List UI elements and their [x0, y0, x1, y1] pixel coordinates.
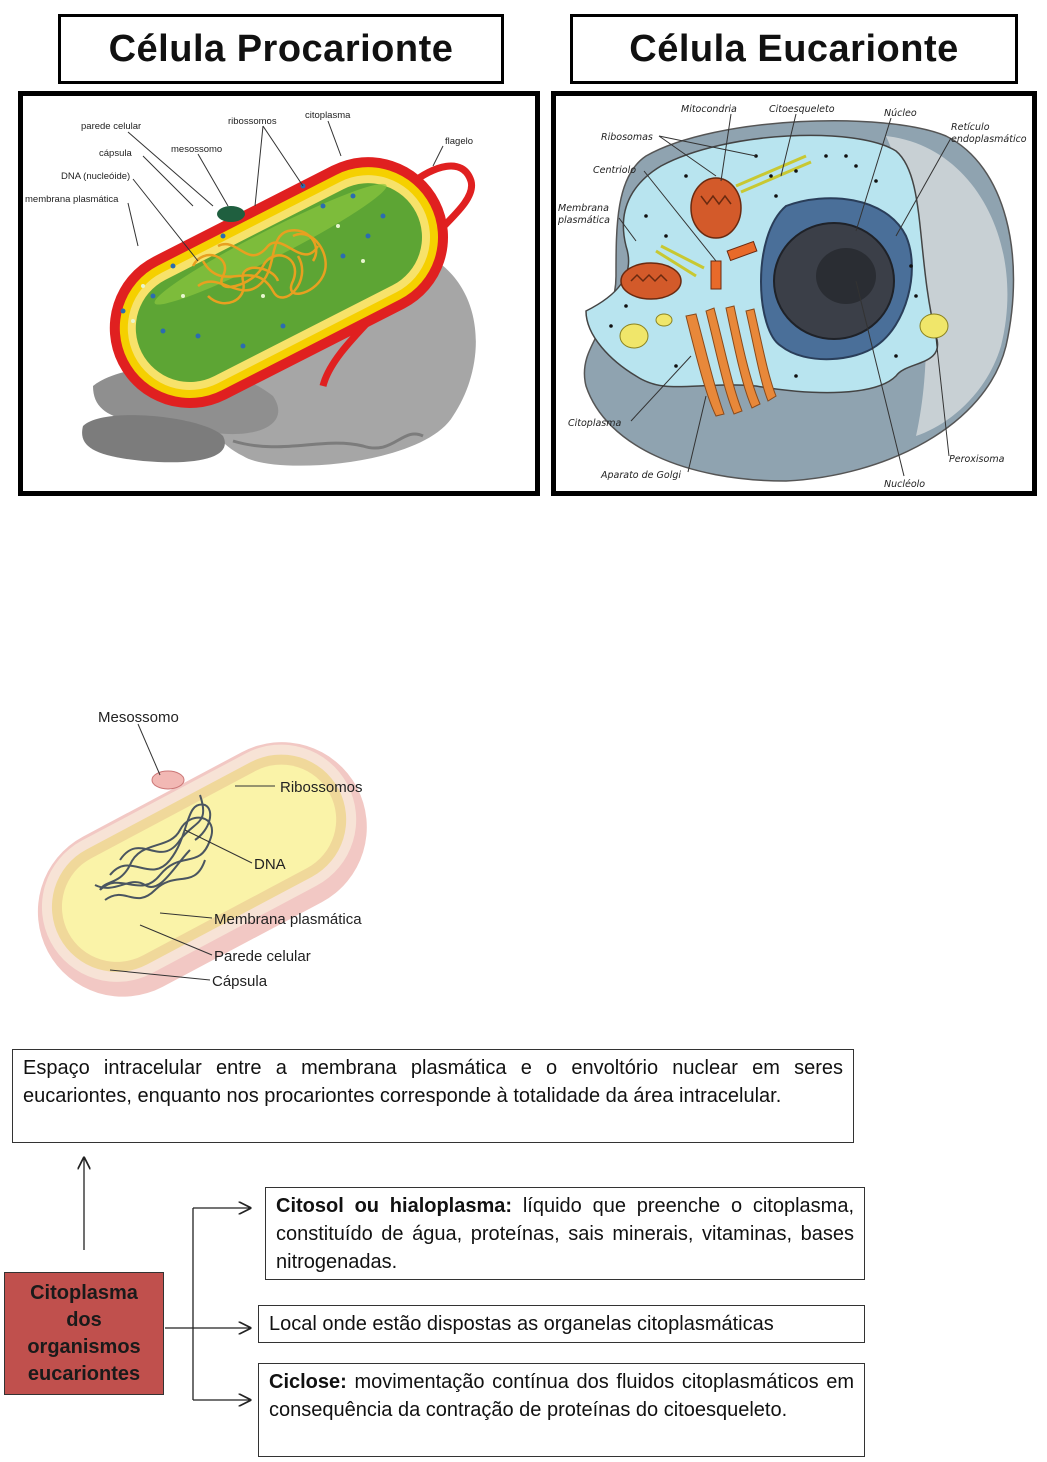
- cyclosis-text: movimentação contínua dos fluidos citopl…: [269, 1371, 854, 1421]
- concept-line4: eucariontes: [28, 1361, 140, 1388]
- definition-text: Espaço intracelular entre a membrana pla…: [23, 1057, 843, 1107]
- definition-box: Espaço intracelular entre a membrana pla…: [12, 1049, 854, 1143]
- organelles-box: Local onde estão dispostas as organelas …: [258, 1305, 865, 1343]
- concept-line1: Citoplasma: [30, 1280, 138, 1307]
- concept-line2: dos: [66, 1307, 102, 1334]
- cyclosis-term: Ciclose:: [269, 1371, 347, 1393]
- concept-line3: organismos: [27, 1334, 140, 1361]
- organelles-text: Local onde estão dispostas as organelas …: [269, 1313, 774, 1335]
- cyclosis-box: Ciclose: movimentação contínua dos fluid…: [258, 1363, 865, 1457]
- cytosol-term: Citosol ou hialoplasma:: [276, 1195, 512, 1217]
- concept-box: Citoplasma dos organismos eucariontes: [4, 1272, 164, 1395]
- cytosol-box: Citosol ou hialoplasma: líquido que pree…: [265, 1187, 865, 1280]
